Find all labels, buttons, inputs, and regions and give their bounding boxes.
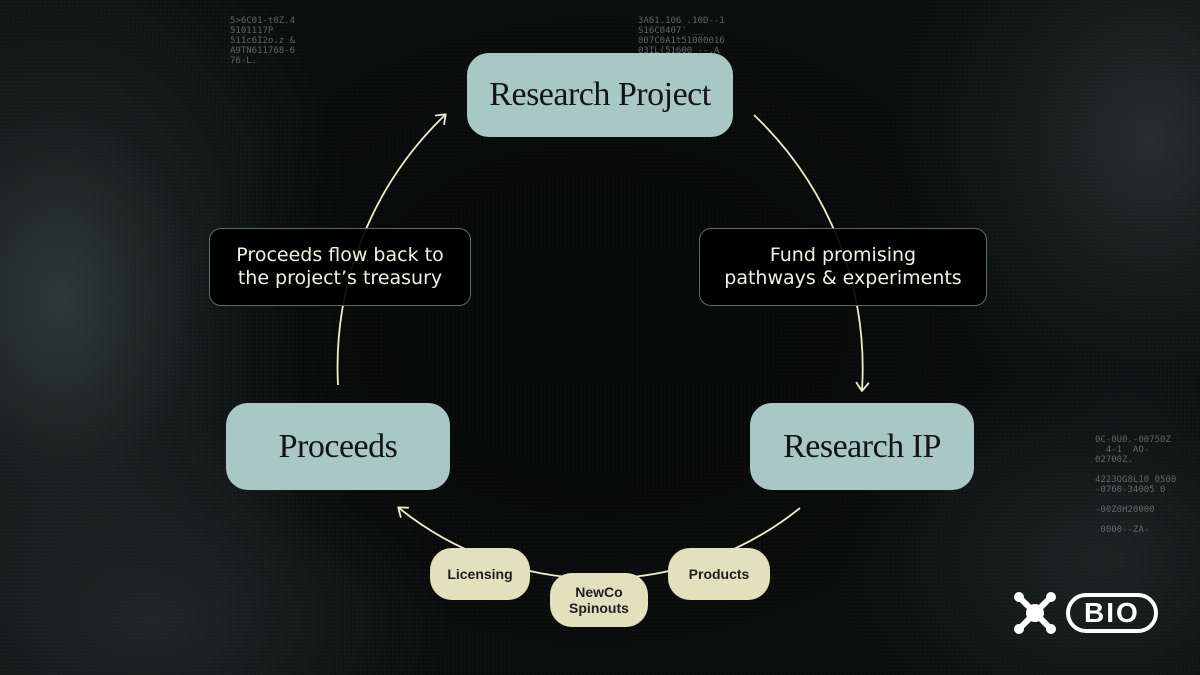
note-proceeds-flow: Proceeds flow back to the project’s trea…: [209, 228, 471, 306]
note-fund-line-1: Fund promising: [769, 244, 917, 266]
pill-products-label: Products: [688, 566, 750, 582]
note-flow-line-2: the project’s treasury: [237, 267, 443, 289]
pill-newco-spinouts: NewCo Spinouts: [550, 573, 648, 627]
note-flow-line-1: Proceeds flow back to: [236, 244, 444, 266]
node-research-project: Research Project: [467, 53, 733, 137]
bio-wordmark: BIO: [1066, 593, 1158, 633]
background-code-right: 0C-0U0.-00750Z 4-1 AO- 02700Z. 4223OG8L1…: [1095, 435, 1177, 535]
bio-logo: BIO: [1012, 590, 1158, 636]
note-fund-pathways: Fund promising pathways & experiments: [699, 228, 987, 306]
note-fund-line-2: pathways & experiments: [724, 267, 962, 289]
pill-products: Products: [668, 548, 770, 600]
node-proceeds-label: Proceeds: [278, 427, 398, 465]
node-research-project-label: Research Project: [489, 76, 711, 113]
node-research-ip-label: Research IP: [783, 427, 941, 465]
node-proceeds: Proceeds: [226, 403, 450, 490]
background-code-top-left: 5>6C01-t0Z.4 5101117P 511c6I2o.z & A9TN6…: [230, 16, 296, 66]
node-research-ip: Research IP: [750, 403, 974, 490]
bio-molecule-icon: [1014, 592, 1056, 634]
background-code-top-center: 3A61.106 .10D--1 S16C0407' __ 007C0A1t51…: [638, 16, 725, 56]
pill-newco-line-1: NewCo: [575, 584, 623, 600]
pill-newco-line-2: Spinouts: [569, 600, 629, 616]
pill-licensing: Licensing: [430, 548, 530, 600]
pill-licensing-label: Licensing: [447, 566, 513, 582]
